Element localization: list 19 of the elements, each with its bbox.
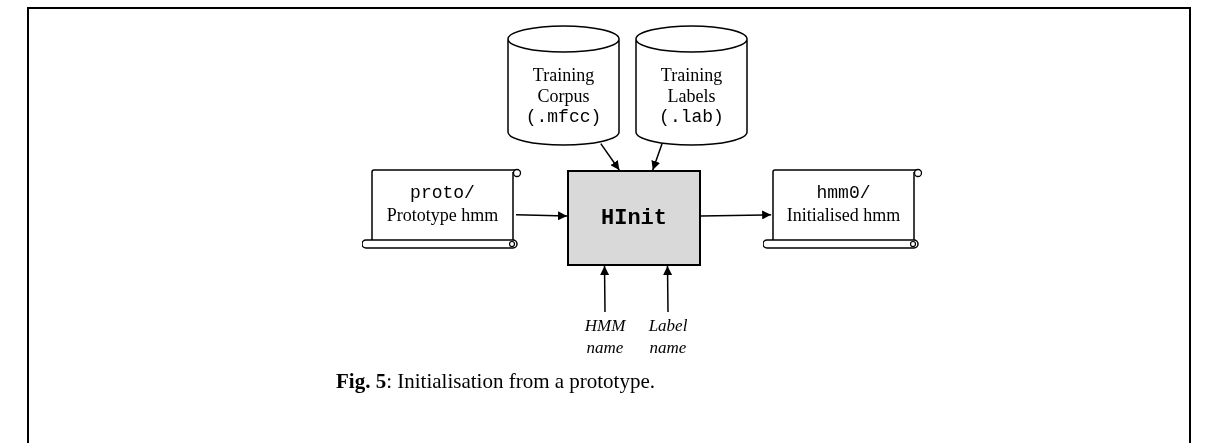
arrow	[515, 211, 568, 221]
node-text: HInit	[601, 204, 667, 233]
process-box	[567, 170, 701, 266]
node-text: (.lab)	[658, 107, 725, 128]
caption: Fig. 5: Initialisation from a prototype.	[336, 368, 656, 395]
node-text: Label name	[647, 315, 689, 359]
node-text: Initialised hmm	[786, 204, 901, 226]
node-text: (.mfcc)	[524, 107, 603, 128]
node-text: Training Corpus	[531, 65, 596, 107]
node-text: Training Labels	[659, 65, 724, 107]
arrow	[600, 142, 620, 171]
node-text: HMM name	[583, 315, 627, 359]
arrow	[600, 265, 610, 313]
node-text: proto/	[410, 182, 475, 204]
arrow	[663, 265, 673, 313]
arrow	[651, 142, 663, 171]
arrow	[700, 210, 772, 220]
node-text: Prototype hmm	[386, 204, 499, 226]
node-text: hmm0/	[816, 182, 871, 204]
